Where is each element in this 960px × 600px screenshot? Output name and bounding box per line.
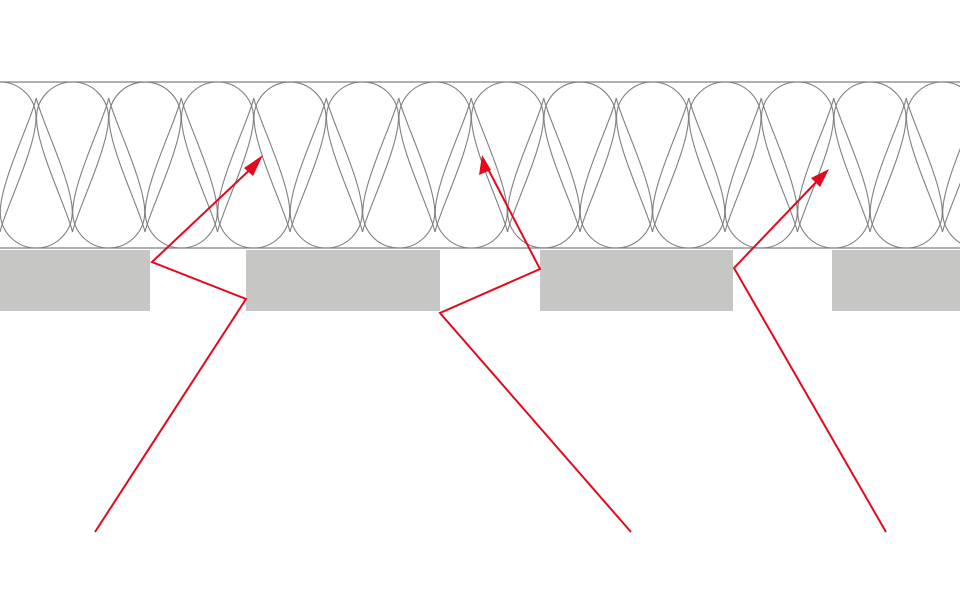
insulation-loop [470, 82, 545, 233]
arrowhead-icon [479, 155, 491, 175]
insulation-loop [797, 97, 871, 248]
insulation-loop [325, 82, 400, 233]
insulation-layer [0, 81, 960, 249]
insulation-loop [724, 97, 762, 213]
insulation-loop [289, 97, 363, 248]
insulation-loop [470, 117, 509, 233]
insulation-loop [325, 117, 364, 233]
ray-arrow [732, 175, 887, 533]
rafter [0, 250, 150, 311]
rafter [246, 250, 440, 311]
arrowhead-icon [811, 169, 829, 187]
insulation-loop [108, 82, 182, 233]
ray-arrow [438, 164, 632, 533]
insulation-loop [942, 211, 960, 244]
insulation-loop [72, 97, 110, 213]
insulation-loop [398, 117, 436, 233]
insulation-loop [0, 97, 73, 248]
insulation-loop [543, 82, 617, 233]
insulation-loop [35, 117, 74, 233]
insulation-loop [362, 97, 400, 213]
insulation-loop [434, 97, 508, 248]
insulation-loop [833, 117, 871, 233]
insulation-loop [724, 97, 798, 248]
insulation-loop [434, 97, 472, 213]
insulation-loop [144, 97, 218, 248]
insulation-loop [398, 82, 472, 233]
insulation-loop [652, 97, 726, 248]
ray-arrows [94, 155, 887, 533]
insulation-loop [0, 97, 37, 213]
insulation-loop [35, 82, 110, 233]
rafter-row [0, 250, 960, 311]
insulation-loop [760, 117, 799, 233]
insulation-loop [144, 97, 182, 213]
insulation-loop [0, 82, 37, 233]
insulation-loop [869, 97, 907, 213]
insulation-loop [579, 97, 617, 213]
insulation-loop [688, 117, 726, 233]
insulation-loop [688, 82, 762, 233]
insulation-loop [72, 97, 146, 248]
insulation-loop [180, 117, 219, 233]
insulation-loop [253, 117, 291, 233]
insulation-loop [108, 117, 146, 233]
insulation-loops [0, 82, 960, 248]
insulation-loop [579, 97, 653, 248]
insulation-loop [507, 97, 545, 213]
insulation-loop [942, 147, 960, 213]
insulation-loop [869, 97, 943, 248]
insulation-loop [217, 97, 255, 213]
arrowhead-icon [244, 155, 263, 176]
insulation-loop [905, 82, 960, 233]
insulation-loop [652, 97, 690, 213]
insulation-loop [507, 97, 581, 248]
insulation-loop [253, 82, 327, 233]
rafter [832, 250, 960, 311]
insulation-loop [615, 82, 690, 233]
insulation-loop [615, 117, 654, 233]
insulation-loop [362, 97, 436, 248]
insulation-loop [543, 117, 581, 233]
insulation-loop [833, 82, 907, 233]
rafter [540, 250, 733, 311]
insulation-loop [905, 117, 944, 233]
insulation-loop [217, 97, 291, 248]
ray-arrow [94, 161, 259, 533]
insulation-loop [289, 97, 327, 213]
